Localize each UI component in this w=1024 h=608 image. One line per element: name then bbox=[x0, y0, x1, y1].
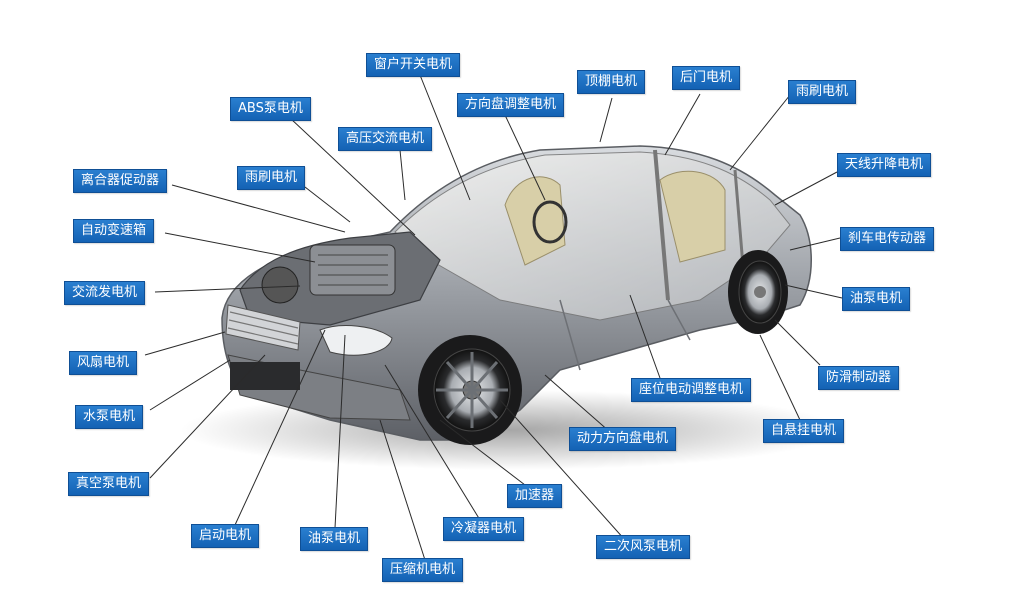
door-lines bbox=[559, 299, 691, 371]
leader-accelerator bbox=[439, 419, 526, 486]
leader-starter bbox=[234, 329, 326, 526]
headlight bbox=[319, 325, 393, 356]
leader-brake bbox=[789, 237, 841, 251]
leader-sunroof bbox=[599, 97, 613, 143]
leader-rear-oil-pump bbox=[784, 284, 843, 299]
label-fan-motor: 风扇电机 bbox=[69, 351, 138, 375]
label-rear-oil-pump-motor: 油泵电机 bbox=[842, 287, 911, 311]
leader-self-suspension bbox=[759, 334, 801, 421]
label-abs-pump-motor: ABS泵电机 bbox=[230, 97, 311, 121]
label-clutch-actuator: 离合器促动器 bbox=[73, 169, 168, 193]
label-accelerator: 加速器 bbox=[507, 484, 563, 508]
leader-secondary-fan bbox=[499, 399, 626, 541]
leader-fan bbox=[144, 331, 226, 356]
label-compressor-motor: 压缩机电机 bbox=[382, 558, 464, 582]
leader-anti-skid bbox=[774, 319, 821, 366]
label-condenser-motor: 冷凝器电机 bbox=[443, 517, 525, 541]
label-antenna-motor: 天线升降电机 bbox=[837, 153, 932, 177]
leader-steering-adjust bbox=[504, 114, 546, 201]
leader-alternator bbox=[154, 285, 301, 293]
leader-window-motor bbox=[419, 74, 471, 201]
leader-compressor bbox=[379, 419, 426, 561]
leader-front-wiper bbox=[304, 186, 351, 223]
lower-intake bbox=[230, 362, 300, 390]
leader-clutch bbox=[171, 184, 346, 233]
leader-water-pump bbox=[149, 359, 231, 411]
label-water-pump-motor: 水泵电机 bbox=[75, 405, 144, 429]
leader-rear-door bbox=[664, 93, 701, 156]
rear-hub bbox=[754, 286, 766, 298]
rear-seat bbox=[659, 170, 726, 263]
label-anti-skid-brake: 防滑制动器 bbox=[818, 366, 900, 390]
label-sunroof-motor: 顶棚电机 bbox=[577, 70, 646, 94]
label-power-steering-motor: 动力方向盘电机 bbox=[569, 427, 677, 451]
label-starter-motor: 启动电机 bbox=[191, 524, 260, 548]
label-alternator: 交流发电机 bbox=[64, 281, 146, 305]
engine-block bbox=[309, 244, 396, 296]
leader-transmission bbox=[164, 232, 316, 263]
leader-condenser bbox=[384, 364, 481, 521]
leader-hv-ac bbox=[399, 149, 406, 201]
label-brake-actuator: 刹车电传动器 bbox=[840, 227, 935, 251]
label-rear-wiper-motor: 雨刷电机 bbox=[788, 80, 857, 104]
b-pillar bbox=[653, 149, 670, 301]
label-hv-ac-motor: 高压交流电机 bbox=[338, 127, 433, 151]
leader-antenna bbox=[774, 171, 838, 206]
label-steering-adjust-motor: 方向盘调整电机 bbox=[457, 93, 565, 117]
label-secondary-fan-pump-motor: 二次风泵电机 bbox=[596, 535, 691, 559]
engine-details bbox=[318, 254, 388, 286]
leader-oil-pump bbox=[334, 334, 346, 529]
leader-seat-adjust bbox=[629, 294, 661, 379]
front-spokes bbox=[436, 352, 508, 428]
label-auto-transmission: 自动变速箱 bbox=[73, 219, 155, 243]
leader-rear-wiper bbox=[729, 94, 791, 171]
label-oil-pump-motor: 油泵电机 bbox=[300, 527, 369, 551]
steering-wheel bbox=[532, 200, 568, 244]
leader-vacuum-pump bbox=[149, 354, 266, 479]
label-window-motor: 窗户开关电机 bbox=[366, 53, 461, 77]
leader-power-steering bbox=[544, 374, 611, 433]
label-front-wiper-motor: 雨刷电机 bbox=[237, 166, 306, 190]
label-rear-door-motor: 后门电机 bbox=[672, 66, 741, 90]
label-seat-adjust-motor: 座位电动调整电机 bbox=[631, 378, 752, 402]
leader-lines bbox=[144, 74, 843, 561]
engine-fan bbox=[261, 266, 299, 304]
label-vacuum-pump-motor: 真空泵电机 bbox=[68, 472, 150, 496]
leader-abs bbox=[289, 117, 416, 236]
label-self-suspension-motor: 自悬挂电机 bbox=[763, 419, 845, 443]
grille-bars bbox=[227, 311, 299, 345]
